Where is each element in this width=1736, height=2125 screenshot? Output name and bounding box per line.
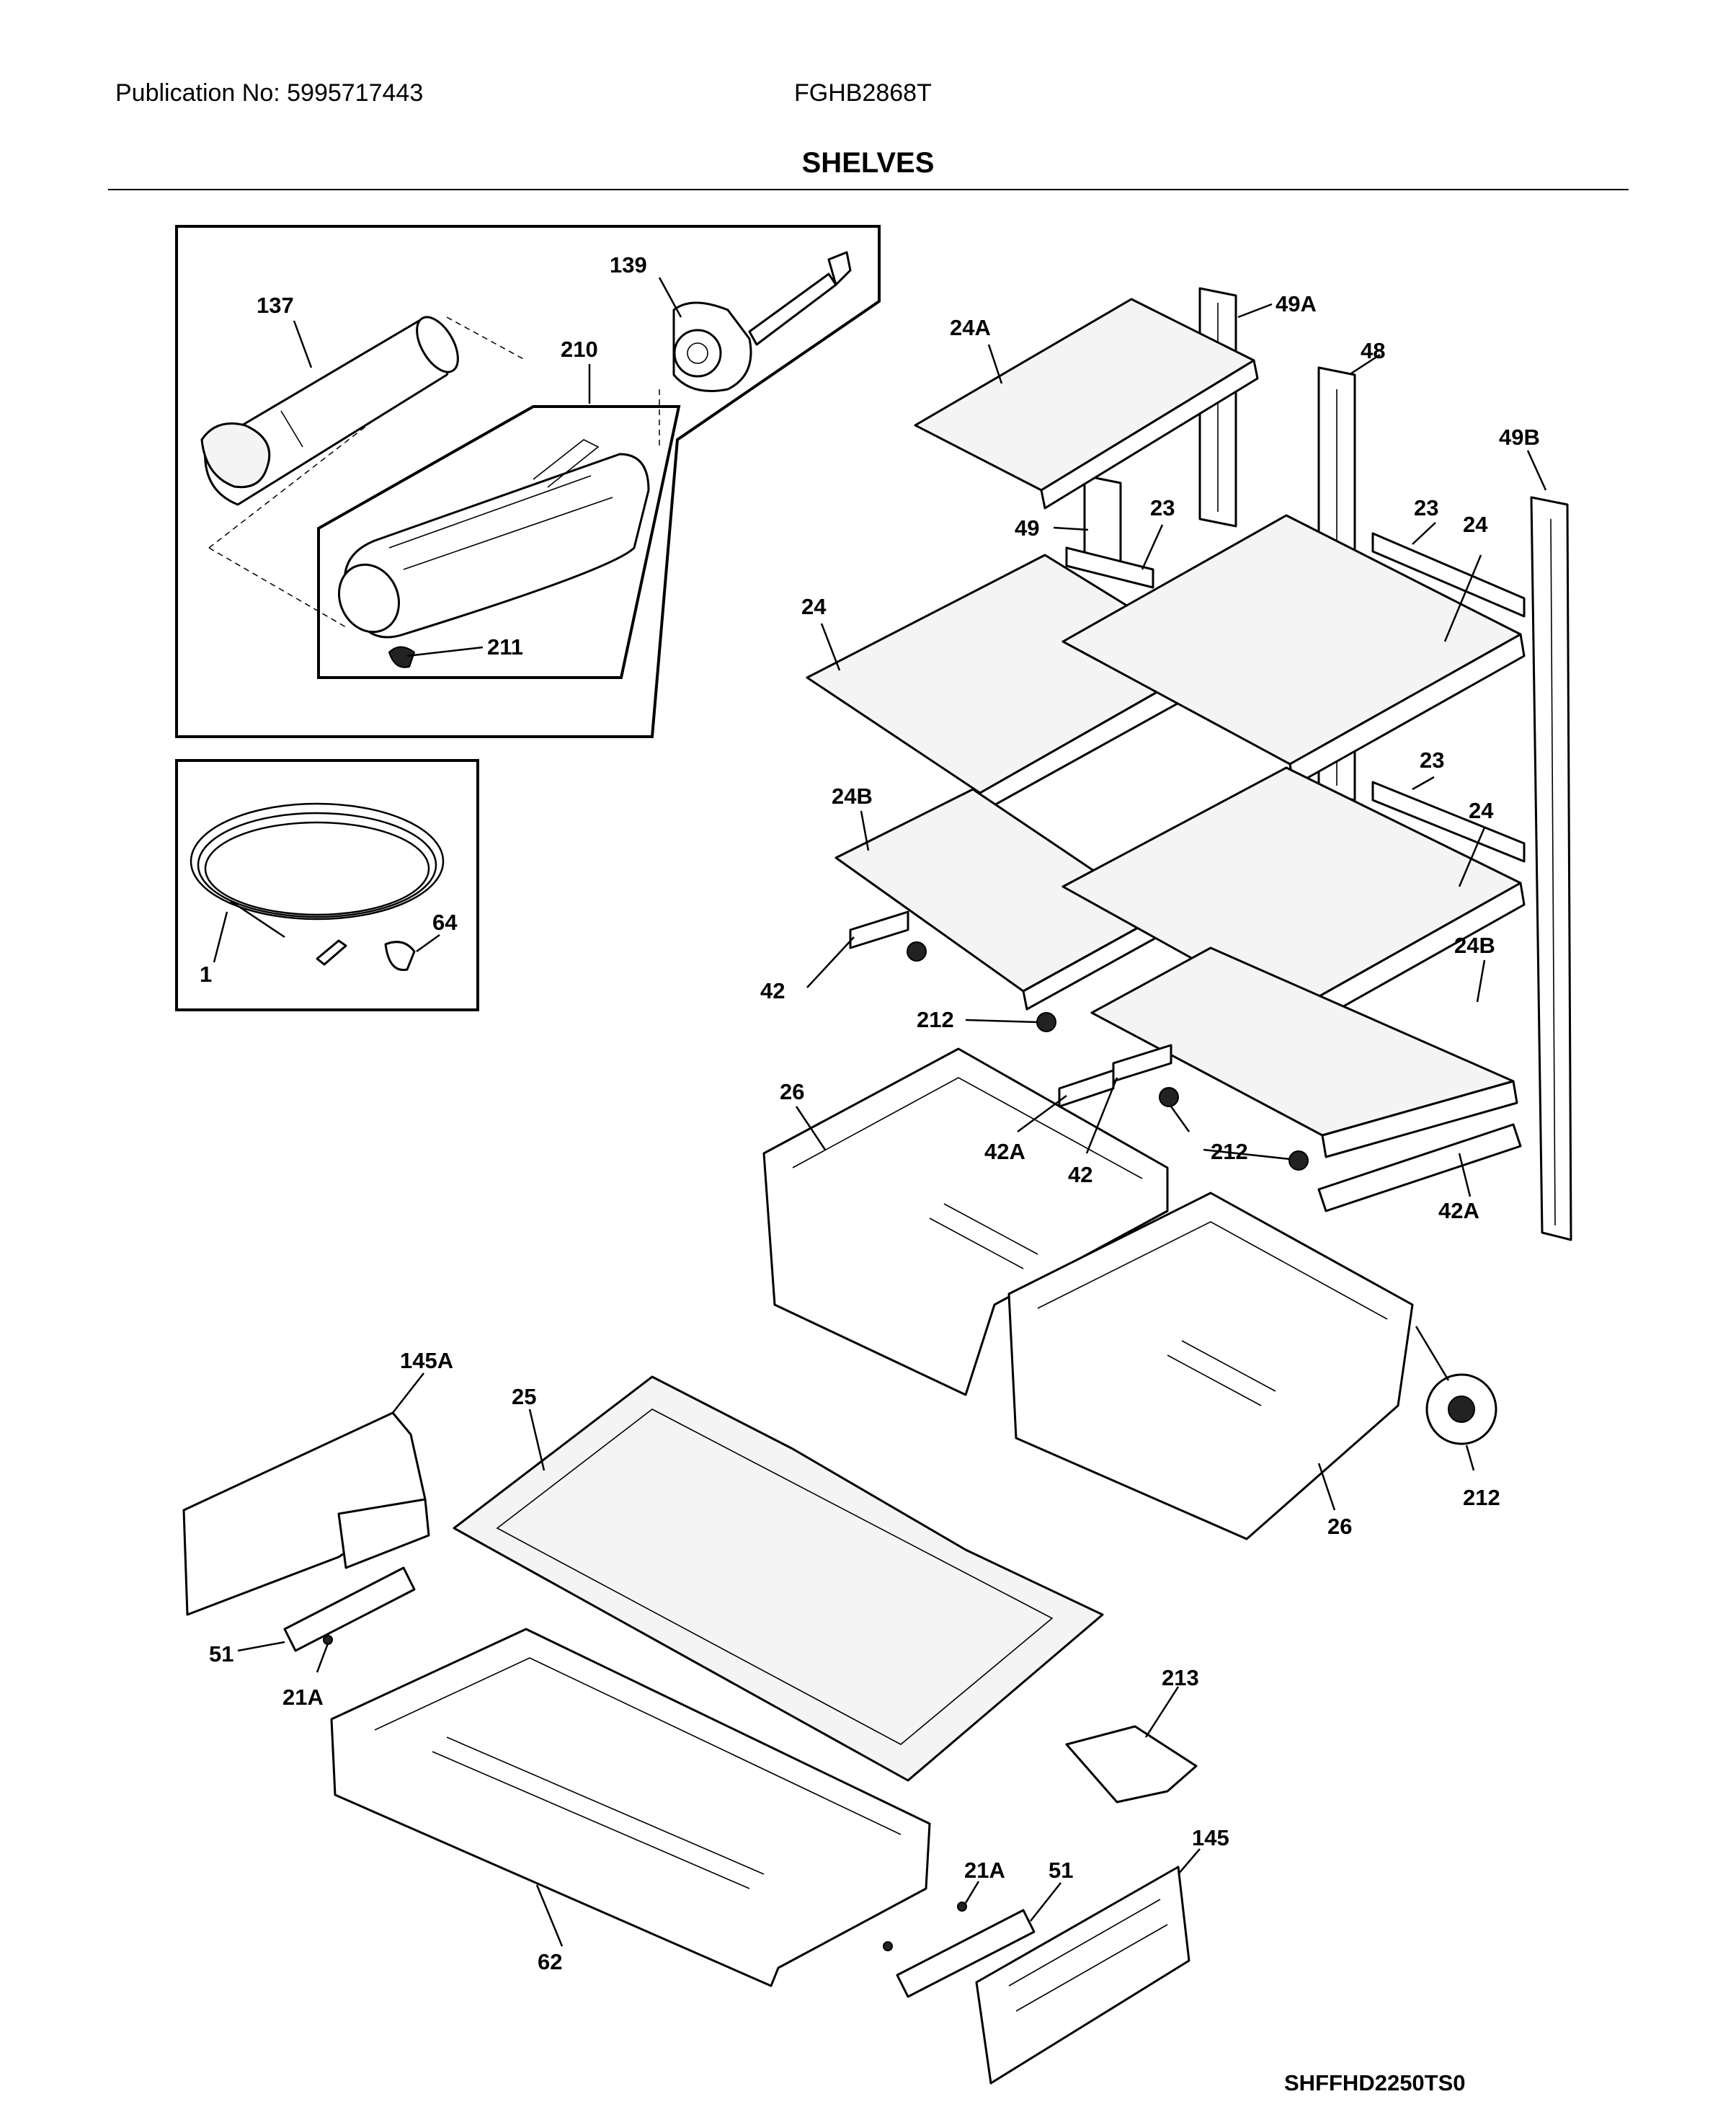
slide-51-left bbox=[283, 1566, 416, 1652]
callout-137: 137 bbox=[257, 293, 294, 318]
callout-145: 145 bbox=[1192, 1825, 1229, 1850]
model-number: FGHB2868T bbox=[794, 79, 932, 107]
callout-23-lower: 23 bbox=[1420, 747, 1444, 773]
callout-213: 213 bbox=[1162, 1665, 1199, 1690]
callout-24-right-top: 24 bbox=[1463, 512, 1488, 537]
shelf-24B-right bbox=[1090, 946, 1518, 1158]
callout-labels: 137 139 210 211 1 64 24A 49A 48 49B 49 2… bbox=[200, 252, 1540, 1974]
publication-number: Publication No: 5995717443 bbox=[115, 79, 424, 107]
slide-51-right bbox=[896, 1909, 1036, 1998]
inset-tube-box bbox=[175, 759, 479, 1011]
shelf-24A bbox=[914, 298, 1259, 510]
housing-145 bbox=[975, 1866, 1190, 2085]
crisper-drawer-26-right bbox=[1007, 1192, 1414, 1540]
shelf-24-lower-right bbox=[1061, 766, 1526, 1036]
callout-25: 25 bbox=[512, 1384, 536, 1409]
callout-51-right: 51 bbox=[1049, 1858, 1073, 1883]
callout-24A: 24A bbox=[950, 315, 991, 340]
callout-49: 49 bbox=[1015, 515, 1039, 541]
shelf-24B-left bbox=[834, 788, 1165, 1011]
water-tube-1 bbox=[190, 802, 445, 966]
tube-clip-64 bbox=[384, 941, 416, 972]
callout-211: 211 bbox=[487, 634, 523, 660]
cover-25 bbox=[453, 1375, 1104, 1782]
callout-212-upper: 212 bbox=[917, 1007, 954, 1032]
diagram-code: SHFFHD2250TS0 bbox=[1284, 2070, 1466, 2095]
callout-42-left: 42 bbox=[760, 978, 785, 1003]
roller-212 bbox=[907, 941, 1497, 1445]
header-divider bbox=[108, 189, 1629, 190]
water-filter-137 bbox=[200, 316, 459, 506]
callout-212-lower: 212 bbox=[1463, 1485, 1500, 1510]
callout-212-middle: 212 bbox=[1211, 1139, 1248, 1164]
callout-23-upper-right: 23 bbox=[1414, 495, 1438, 520]
callout-26-left: 26 bbox=[780, 1079, 804, 1104]
callout-51-left: 51 bbox=[209, 1641, 233, 1667]
callout-26-right: 26 bbox=[1327, 1514, 1352, 1539]
callout-62: 62 bbox=[538, 1949, 562, 1974]
callout-42-center: 42 bbox=[1068, 1162, 1092, 1187]
filter-housing-210 bbox=[337, 439, 650, 639]
pantry-drawer-62 bbox=[330, 1628, 931, 1987]
callout-145A: 145A bbox=[400, 1348, 453, 1373]
callout-48: 48 bbox=[1361, 338, 1385, 363]
slide-42-42A bbox=[849, 910, 1522, 1212]
callout-24B-left: 24B bbox=[832, 784, 873, 809]
callout-210: 210 bbox=[561, 337, 598, 362]
filter-clip-211 bbox=[388, 646, 416, 668]
shelf-support-23 bbox=[1065, 532, 1526, 863]
callout-24-left: 24 bbox=[801, 594, 827, 619]
part-213 bbox=[1065, 1725, 1198, 1804]
callout-1: 1 bbox=[200, 962, 212, 987]
screw-21A bbox=[323, 1635, 967, 1951]
rail-49B bbox=[1530, 496, 1572, 1241]
callout-42A-center: 42A bbox=[984, 1139, 1025, 1164]
shelf-24-upper-right bbox=[1061, 514, 1526, 787]
callout-24B-right: 24B bbox=[1454, 933, 1495, 958]
callout-24-right-lower: 24 bbox=[1469, 798, 1494, 823]
callout-64: 64 bbox=[432, 910, 458, 935]
callout-139: 139 bbox=[610, 252, 647, 278]
callout-49B: 49B bbox=[1499, 425, 1540, 450]
callout-21A-left: 21A bbox=[282, 1685, 324, 1710]
callout-23-upper-left: 23 bbox=[1150, 495, 1175, 520]
leader-lines bbox=[213, 277, 1547, 1947]
callout-21A-right: 21A bbox=[964, 1858, 1005, 1883]
filter-head-139 bbox=[672, 251, 852, 392]
callout-49A: 49A bbox=[1276, 291, 1317, 316]
page-title: SHELVES bbox=[801, 147, 935, 179]
callout-42A-right: 42A bbox=[1438, 1198, 1479, 1223]
